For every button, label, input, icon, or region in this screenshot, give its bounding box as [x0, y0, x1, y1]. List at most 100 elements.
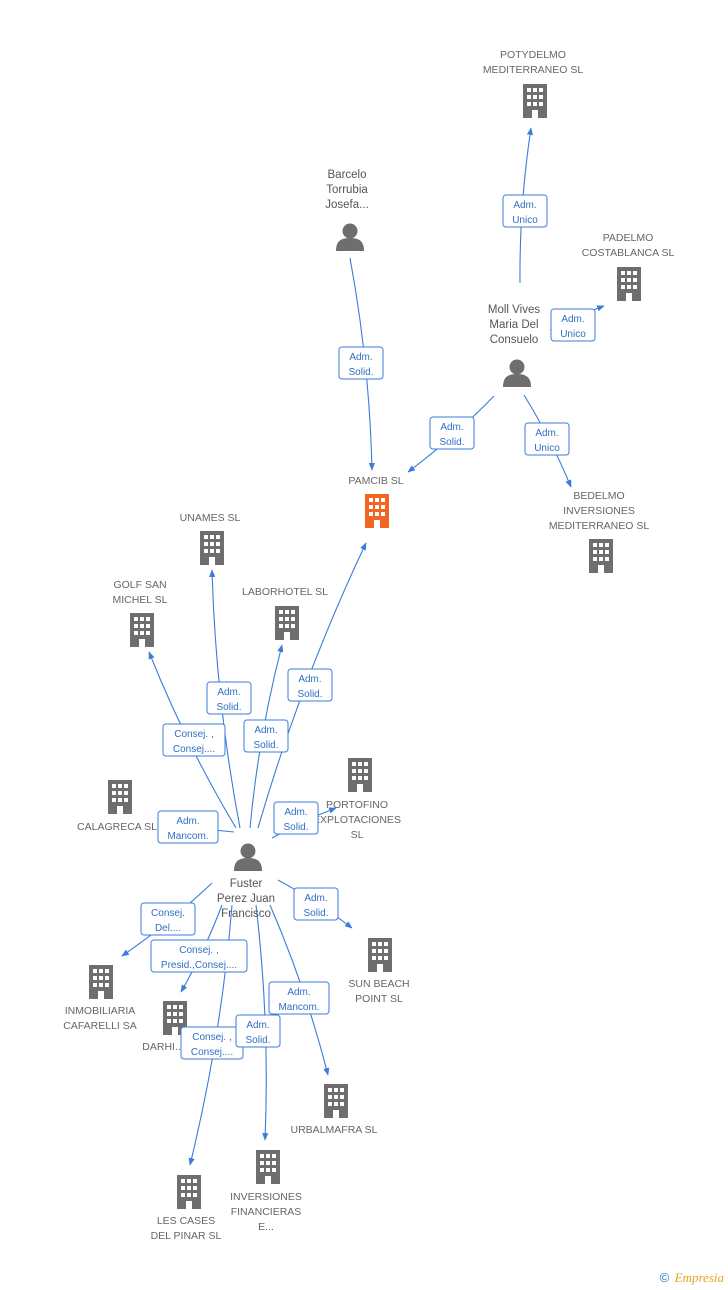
building-icon: [275, 606, 299, 640]
role-text: Adm.: [284, 807, 307, 818]
company-node-darhi[interactable]: DARHI...: [142, 1001, 187, 1053]
role-text: Adm.: [535, 428, 558, 439]
role-text: Solid.: [303, 908, 328, 919]
node-label: PADELMO: [603, 232, 654, 244]
node-label: COSTABLANCA SL: [582, 247, 675, 259]
copyright-icon: ©: [659, 1270, 670, 1285]
role-badge-pamcib[interactable]: Adm.Solid.: [338, 346, 384, 380]
company-node-unames[interactable]: UNAMES SL: [180, 512, 241, 565]
footer-brand[interactable]: © Empresia: [660, 1270, 724, 1286]
role-badge-sunbeach[interactable]: Adm. Solid.: [293, 887, 339, 921]
building-icon: [130, 613, 154, 647]
role-badge-frame: [206, 681, 252, 715]
role-badge-darhi[interactable]: Consej. ,Presid.,Consej....: [150, 939, 248, 973]
node-label: LABORHOTEL SL: [242, 586, 328, 598]
role-badge-frame: [287, 668, 333, 702]
role-badge-frame: [273, 801, 319, 835]
role-badge-padelmo[interactable]: Adm. Unico: [550, 308, 596, 342]
role-badge-unames[interactable]: Adm. Solid.: [206, 681, 252, 715]
building-icon: [108, 780, 132, 814]
role-badge-lescases[interactable]: Consej. ,Consej....: [180, 1026, 244, 1060]
node-label: Moll Vives: [488, 304, 540, 316]
role-badge-frame: [429, 416, 475, 450]
company-node-pamcib[interactable]: PAMCIB SL: [348, 475, 404, 528]
role-badge-pamcib[interactable]: Adm.Solid.: [287, 668, 333, 702]
node-label: Barcelo: [328, 169, 367, 181]
role-badge-inversiones[interactable]: Adm.Solid.: [235, 1014, 281, 1048]
role-badge-portofino[interactable]: Adm.Solid.: [273, 801, 319, 835]
role-badge-frame: [235, 1014, 281, 1048]
role-text: Mancom.: [278, 1002, 319, 1013]
role-badge-laborhotel[interactable]: Adm. Solid.: [243, 719, 289, 753]
role-badge-frame: [150, 939, 248, 973]
role-text: Solid.: [216, 702, 241, 713]
node-label: FINANCIERAS: [231, 1206, 302, 1218]
building-icon: [617, 267, 641, 301]
node-label: UNAMES SL: [180, 512, 241, 524]
role-text: Unico: [560, 329, 586, 340]
roles-layer: Adm.UnicoAdm.UnicoAdm.Solid.Adm.Solid.Ad…: [140, 194, 596, 1060]
node-label: POTYDELMO: [500, 49, 566, 61]
role-badge-frame: [268, 981, 330, 1015]
role-text: Consej. ,: [174, 729, 213, 740]
company-node-laborhotel[interactable]: LABORHOTEL SL: [242, 586, 328, 640]
role-text: Adm.: [176, 816, 199, 827]
role-text: Adm.: [440, 422, 463, 433]
role-badge-golf[interactable]: Consej. , Consej....: [162, 723, 226, 757]
node-label: INVERSIONES: [230, 1191, 302, 1203]
role-badge-bedelmo[interactable]: Adm.Unico: [524, 422, 570, 456]
role-badge-pamcib[interactable]: Adm.Solid.: [429, 416, 475, 450]
company-node-calagreca[interactable]: CALAGRECA SL: [77, 780, 157, 833]
building-icon: [523, 84, 547, 118]
building-icon: [89, 965, 113, 999]
role-badge-frame: [140, 902, 196, 936]
role-badge-frame: [524, 422, 570, 456]
person-node-barcelo[interactable]: BarceloTorrubiaJosefa...: [325, 169, 369, 251]
node-label: E...: [258, 1221, 274, 1233]
role-text: Consej....: [173, 744, 215, 755]
node-label: SL: [351, 829, 364, 841]
node-label: Consuelo: [490, 334, 539, 346]
company-node-sunbeach[interactable]: SUN BEACH POINT SL: [348, 938, 410, 1005]
role-badge-frame: [162, 723, 226, 757]
brand-logo: Empresia: [674, 1270, 724, 1285]
node-label: DARHI...: [142, 1041, 183, 1053]
node-label: POINT SL: [355, 993, 403, 1005]
role-badge-inmobiliaria[interactable]: Consej.Del....: [140, 902, 196, 936]
person-icon: [336, 223, 364, 251]
node-label: LES CASES: [157, 1215, 215, 1227]
role-text: Consej.: [151, 908, 185, 919]
role-text: Solid.: [297, 689, 322, 700]
company-node-urbalmafra[interactable]: URBALMAFRA SL: [291, 1084, 378, 1136]
role-text: Adm.: [304, 893, 327, 904]
node-label: CAFARELLI SA: [63, 1020, 137, 1032]
node-label: GOLF SAN: [113, 579, 166, 591]
role-text: Adm.: [217, 687, 240, 698]
role-badge-calagreca[interactable]: Adm.Mancom.: [157, 810, 219, 844]
node-label: Maria Del: [489, 319, 538, 331]
node-label: EXPLOTACIONES: [313, 814, 401, 826]
building-icon: [368, 938, 392, 972]
role-badge-urbalmafra[interactable]: Adm.Mancom.: [268, 981, 330, 1015]
building-icon: [256, 1150, 280, 1184]
role-text: Adm.: [246, 1020, 269, 1031]
role-text: Solid.: [253, 740, 278, 751]
role-badge-potydelmo[interactable]: Adm.Unico: [502, 194, 548, 228]
role-badge-frame: [293, 887, 339, 921]
role-text: Adm.: [561, 314, 584, 325]
role-text: Adm.: [254, 725, 277, 736]
role-text: Adm.: [349, 352, 372, 363]
company-node-padelmo[interactable]: PADELMO COSTABLANCA SL: [582, 232, 675, 301]
company-node-inversiones[interactable]: INVERSIONES FINANCIERAS E...: [230, 1150, 302, 1233]
node-label: SUN BEACH: [348, 978, 409, 990]
role-badge-frame: [157, 810, 219, 844]
